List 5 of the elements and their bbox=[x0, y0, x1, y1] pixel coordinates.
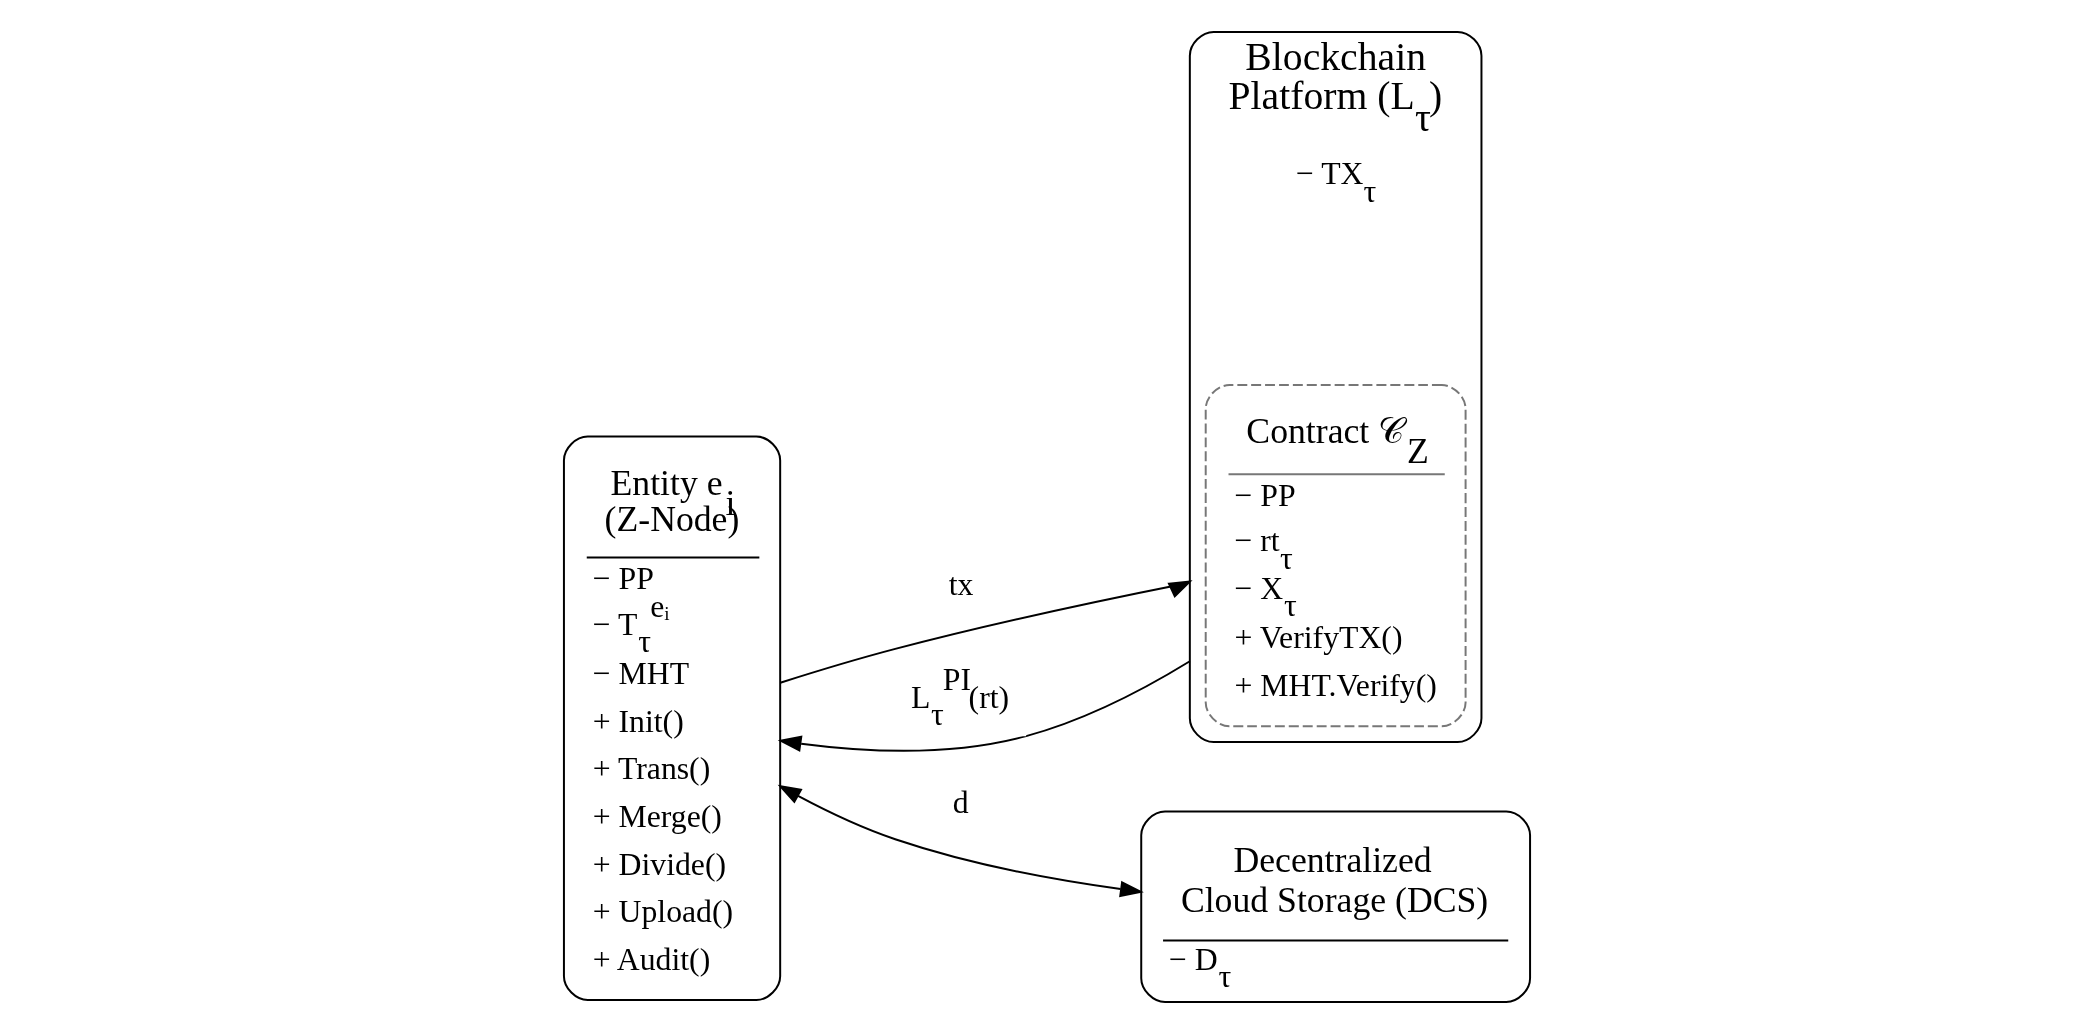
edge-label: tx bbox=[948, 566, 974, 602]
arrow bbox=[779, 580, 1193, 684]
edge-label: d bbox=[952, 785, 969, 821]
arrow bbox=[777, 784, 1144, 898]
arrow bbox=[777, 660, 1191, 752]
